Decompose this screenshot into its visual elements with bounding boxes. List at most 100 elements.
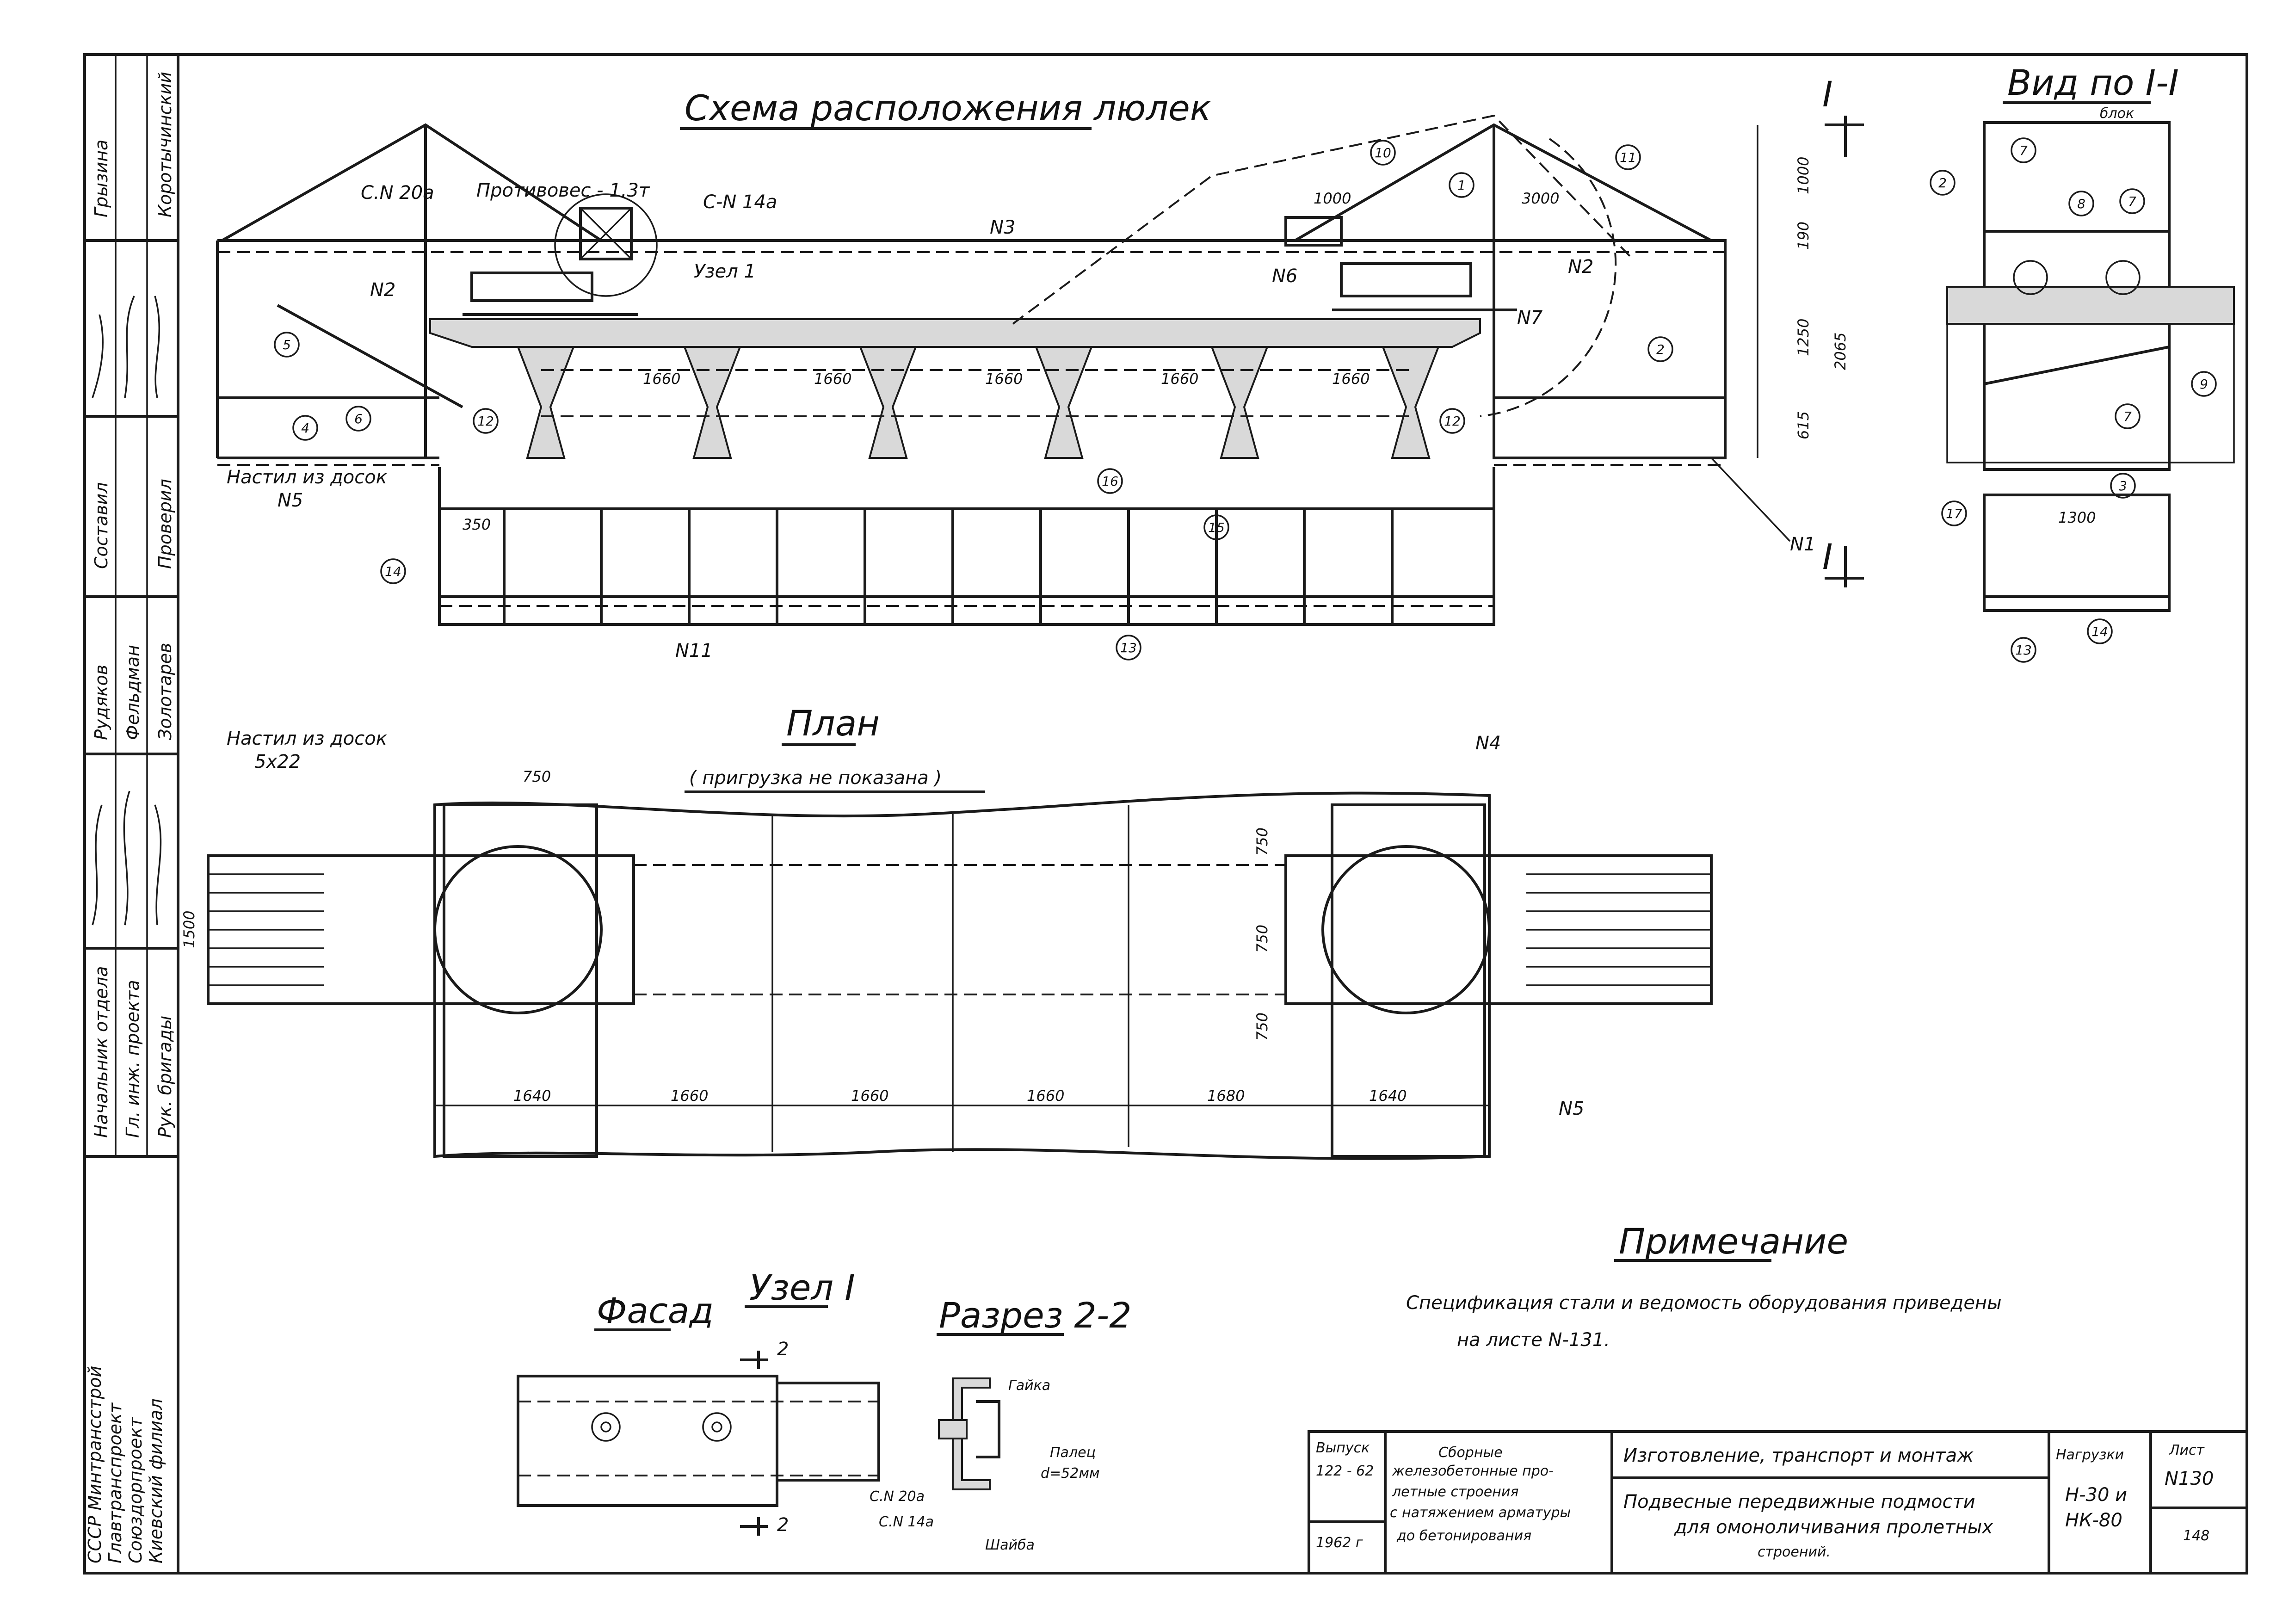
note-title: Примечание — [1619, 1221, 1848, 1262]
node-title: Узел I — [749, 1267, 855, 1308]
issue-number: 122 - 62 — [1316, 1463, 1374, 1479]
svg-text:4: 4 — [301, 420, 309, 436]
svg-text:1: 1 — [1457, 178, 1466, 193]
mark-n11: N11 — [675, 640, 713, 661]
svg-text:16: 16 — [1102, 474, 1118, 489]
girder-rib — [1382, 346, 1440, 459]
right-weight — [1284, 216, 1343, 247]
mark-n3: N3 — [990, 217, 1015, 238]
pin-diameter: d=52мм — [1041, 1465, 1100, 1482]
right-dim-2065: 2065 — [1832, 333, 1849, 370]
plan-side-dim-2: 750 — [1253, 925, 1271, 953]
girder-rib — [1210, 346, 1269, 459]
series-line-3: летные строения — [1392, 1484, 1518, 1500]
plan-dim-5: 1680 — [1207, 1087, 1245, 1105]
deck-slab — [429, 318, 1481, 348]
channel-14-label: С-N 14а — [703, 191, 777, 213]
cut-mark-bottom: 2 — [777, 1514, 789, 1536]
counterweight-callout-circle — [554, 193, 658, 297]
stamp-role-checked: Проверил — [155, 479, 175, 569]
svg-text:14: 14 — [2091, 624, 2108, 639]
right-dim-1250: 1250 — [1795, 319, 1812, 356]
sheet-label: Лист — [2169, 1442, 2205, 1458]
span-dim-4: 1660 — [1161, 370, 1198, 388]
right-platform — [1493, 239, 1727, 459]
left-carriage-frame — [443, 803, 598, 1158]
plan-dim-4: 1660 — [1027, 1087, 1064, 1105]
left-stamp: Грызина Коротычинский Составил Проверил … — [85, 55, 178, 1563]
girder-section — [1946, 323, 2235, 463]
signature-1 — [92, 296, 160, 398]
issue-year: 1962 г — [1316, 1535, 1363, 1551]
suspended-cradle — [438, 507, 1495, 626]
node-section: Гайка Палец d=52мм Шайба С.N 20а С.N 14а — [870, 1377, 1100, 1553]
deck-outline-plan — [433, 791, 1491, 1160]
svg-text:7: 7 — [2123, 409, 2132, 424]
right-dim-615: 615 — [1795, 411, 1812, 439]
dim-1000-upper: 1000 — [1314, 190, 1351, 207]
node-facade: 2 2 — [517, 1339, 880, 1536]
pin-label: Палец — [1050, 1445, 1096, 1461]
mark-n5-scheme: N5 — [278, 490, 303, 511]
svg-text:10: 10 — [1375, 145, 1391, 161]
plan-subtitle: ( пригрузка не показана ) — [689, 767, 942, 789]
dim-350: 350 — [463, 516, 491, 533]
right-truss — [1294, 123, 1712, 242]
svg-text:3: 3 — [2119, 478, 2127, 494]
note-line-1: Спецификация стали и ведомость оборудова… — [1406, 1292, 2002, 1314]
plan-dim-1500: 1500 — [180, 911, 198, 948]
plan-dim-1: 1640 — [513, 1087, 551, 1105]
svg-text:7: 7 — [2019, 143, 2028, 158]
right-dim-190: 190 — [1795, 222, 1812, 250]
deck-section — [1946, 286, 2235, 325]
svg-text:2: 2 — [1656, 342, 1665, 357]
stamp-role-head: Начальник отдела — [91, 966, 111, 1138]
node-1-label: Узел 1 — [694, 261, 756, 282]
cradle-posts — [503, 509, 1394, 624]
left-turntable — [433, 845, 603, 1014]
stamp-role-composed: Составил — [91, 482, 111, 569]
series-line-1: Сборные — [1438, 1445, 1503, 1461]
scheme-balloons: 5 4 6 12 1 10 11 2 12 16 15 14 13 — [274, 140, 1673, 661]
girder-rib — [859, 346, 917, 459]
girder-rib — [517, 346, 575, 459]
plan-side-dim-3: 750 — [1253, 1013, 1271, 1041]
section-title: Разрез 2-2 — [939, 1295, 1132, 1336]
org-line-4: Киевский филиал — [146, 1398, 166, 1563]
plan-dim-2: 1660 — [671, 1087, 708, 1105]
signature-2 — [92, 790, 162, 926]
section-mark-top: I — [1822, 74, 1832, 115]
page-number: 148 — [2183, 1528, 2209, 1544]
svg-text:14: 14 — [385, 564, 401, 579]
svg-text:5: 5 — [283, 337, 291, 352]
svg-text:12: 12 — [1444, 414, 1461, 429]
cross-section-view: 1300 7 2 8 7 9 7 3 17 14 13 — [1930, 121, 2235, 663]
stamp-person-1: Рудяков — [91, 665, 111, 740]
svg-text:13: 13 — [1120, 640, 1137, 655]
svg-text:15: 15 — [1208, 520, 1225, 535]
plan-mark-n5: N5 — [1559, 1098, 1584, 1119]
svg-text:8: 8 — [2077, 196, 2085, 211]
left-truss — [221, 123, 602, 242]
swing-arc — [1480, 138, 1617, 417]
series-line-4: с натяжением арматуры — [1390, 1505, 1571, 1521]
title-block: Выпуск 122 - 62 1962 г Сборные железобет… — [1308, 1430, 2248, 1575]
left-trolley — [470, 272, 593, 302]
series-line-2: железобетонные про- — [1392, 1463, 1554, 1479]
title-name-2: для омоноличивания пролетных — [1674, 1517, 1993, 1538]
svg-text:2: 2 — [1938, 175, 1947, 191]
plan-planking-label: Настил из досок — [227, 728, 387, 749]
title-name-3: строений. — [1758, 1544, 1831, 1560]
stamp-role-chief-eng: Гл. инж. проекта — [123, 980, 143, 1138]
span-dim-5: 1660 — [1332, 370, 1370, 388]
span-dim-2: 1660 — [814, 370, 851, 388]
title-header: Изготовление, транспорт и монтаж — [1623, 1445, 1974, 1466]
plan-dim-750: 750 — [523, 768, 551, 785]
svg-text:9: 9 — [2200, 377, 2208, 392]
girder-elevation: 1660 1660 1660 1660 1660 — [429, 318, 1481, 459]
dim-3000: 3000 — [1522, 190, 1559, 207]
girder-rib — [1035, 346, 1093, 459]
stamp-name-2: Коротычинский — [155, 72, 175, 217]
section-mark-bottom: I — [1822, 536, 1832, 577]
plan-mark-n4: N4 — [1475, 733, 1501, 754]
